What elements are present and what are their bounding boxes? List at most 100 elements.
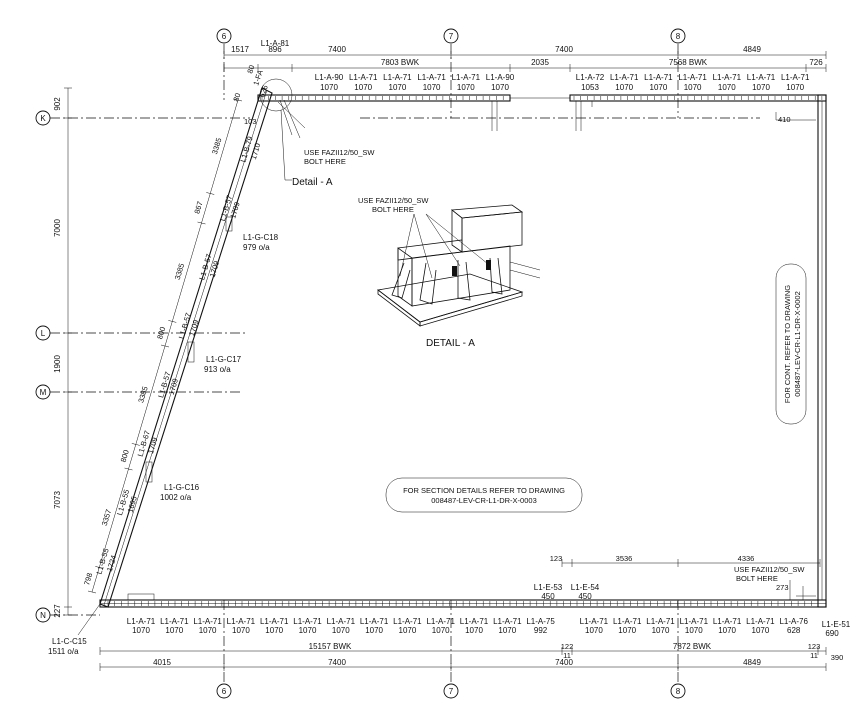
- dim-7000: 7000: [53, 219, 62, 237]
- svg-text:M: M: [40, 388, 47, 397]
- top-panel-length: 1070: [423, 83, 441, 92]
- bolt-note-top-line2: BOLT HERE: [304, 157, 346, 166]
- top-panel-id: L1-A-71: [349, 73, 378, 82]
- diag-dim-tick: [233, 98, 243, 102]
- svg-text:FOR CONT. REFER TO DRAWING: FOR CONT. REFER TO DRAWING: [783, 285, 792, 403]
- grid-bubble-L: L: [35, 325, 51, 341]
- bottom-panel-id: L1-A-71: [460, 617, 489, 626]
- bottom-panel-id: L1-A-71: [193, 617, 222, 626]
- column-c17: L1-G-C17 913 o/a: [187, 341, 242, 374]
- grid-bubble-8-top: 8: [670, 28, 686, 44]
- diag-dim-tick: [160, 344, 170, 348]
- dim-410: 410: [778, 115, 791, 124]
- svg-text:L1-G-C17: L1-G-C17: [206, 355, 242, 364]
- diag-dim-tick: [124, 467, 133, 471]
- dim-7400-b: 7400: [555, 45, 573, 54]
- bottom-panel-id: L1-A-71: [393, 617, 422, 626]
- svg-text:L1-G-C16: L1-G-C16: [164, 483, 200, 492]
- svg-text:123: 123: [808, 642, 821, 651]
- grid-bubble-7-top: 7: [443, 28, 459, 44]
- svg-text:979 o/a: 979 o/a: [243, 243, 270, 252]
- svg-text:8: 8: [676, 687, 681, 696]
- dim-1517: 1517: [231, 45, 249, 54]
- svg-text:7: 7: [449, 687, 454, 696]
- dim-4849: 4849: [743, 45, 761, 54]
- top-panel-length: 1070: [650, 83, 668, 92]
- bottom-panel-id: L1-A-71: [293, 617, 322, 626]
- svg-text:1002 o/a: 1002 o/a: [160, 493, 192, 502]
- dim-7073: 7073: [53, 491, 62, 509]
- bottom-panel-length: 1070: [498, 626, 516, 635]
- svg-text:15157 BWK: 15157 BWK: [309, 642, 352, 651]
- bottom-panel-length: 1070: [332, 626, 350, 635]
- detail-a-title: DETAIL - A: [426, 338, 475, 349]
- bottom-panel-id: L1-A-71: [327, 617, 356, 626]
- bottom-panel-length: 1070: [265, 626, 283, 635]
- svg-text:8: 8: [676, 32, 681, 41]
- top-panel-id: L1-A-71: [383, 73, 412, 82]
- detail-bolt-note-line2: BOLT HERE: [372, 205, 414, 214]
- grid-bubbles: 6 7 8 6 7 8 K L M N: [35, 28, 686, 699]
- dim-7400-a: 7400: [328, 45, 346, 54]
- top-panel-id: L1-A-71: [781, 73, 810, 82]
- top-panel-length: 1053: [581, 83, 599, 92]
- corner-dim-626: 626: [257, 84, 269, 99]
- svg-text:690: 690: [825, 629, 839, 638]
- svg-text:K: K: [40, 114, 46, 123]
- top-panel-id: L1-A-71: [713, 73, 742, 82]
- corner-dim-80-b: 80: [231, 92, 242, 103]
- svg-text:1511 o/a: 1511 o/a: [48, 647, 79, 656]
- bottom-panel-id: L1-A-71: [713, 617, 742, 626]
- bottom-panel-length: 992: [534, 626, 548, 635]
- bottom-panel-length: 1070: [618, 626, 636, 635]
- svg-text:L1-E-54: L1-E-54: [571, 583, 600, 592]
- bottom-panel-length: 1070: [199, 626, 217, 635]
- bottom-panel-length: 1070: [432, 626, 450, 635]
- top-dimension-row-1: 1517 7400 7400 4849: [223, 45, 827, 59]
- diag-dim-value: 3357: [100, 508, 113, 527]
- svg-text:7: 7: [449, 32, 454, 41]
- bottom-wall-ticks: [107, 601, 812, 606]
- diag-dim-tick: [87, 590, 97, 594]
- svg-text:7872 BWK: 7872 BWK: [673, 642, 712, 651]
- top-panel-id: L1-A-71: [747, 73, 776, 82]
- top-panel-id: L1-A-71: [644, 73, 673, 82]
- diag-dim-value: 3385: [136, 385, 149, 404]
- svg-text:L: L: [41, 329, 46, 338]
- bottom-panel-length: 1070: [465, 626, 483, 635]
- dim-896: 896: [268, 45, 282, 54]
- bottom-panel-length: 1070: [365, 626, 383, 635]
- bottom-panel-id: L1-A-75: [526, 617, 555, 626]
- top-dimension-row-2: L1-A-81 896 7803 BWK 2035 7568 BWK 726: [223, 39, 827, 72]
- walls: [99, 78, 827, 608]
- svg-text:450: 450: [541, 592, 555, 601]
- dim-1900: 1900: [53, 355, 62, 373]
- bottom-panel-length: 1070: [399, 626, 417, 635]
- bottom-panel-id: L1-A-71: [613, 617, 642, 626]
- bottom-panel-id: L1-A-71: [426, 617, 455, 626]
- detail-a-isometric: USE FAZII12/50_SW BOLT HERE DETAIL - A: [358, 196, 541, 349]
- top-panel-id: L1-A-71: [452, 73, 481, 82]
- left-dimensions: 902 7000 1900 7073 227: [53, 87, 72, 618]
- svg-text:008487-LEV-CR-L1-DR-X-0002: 008487-LEV-CR-L1-DR-X-0002: [793, 291, 802, 396]
- bottom-panel-id: L1-A-71: [360, 617, 389, 626]
- bottom-panel-id: L1-A-71: [493, 617, 522, 626]
- bottom-panel-id: L1-A-71: [680, 617, 709, 626]
- svg-text:4336: 4336: [738, 554, 755, 563]
- bottom-upper-dimensions: 123 3536 4336 USE FAZII12/50_SW BOLT HER…: [550, 554, 821, 592]
- svg-text:11: 11: [810, 651, 818, 660]
- bottom-panel-id: L1-A-71: [260, 617, 289, 626]
- bottom-panel-id: L1-A-71: [646, 617, 675, 626]
- svg-text:008487-LEV-CR-L1-DR-X-0003: 008487-LEV-CR-L1-DR-X-0003: [431, 496, 536, 505]
- bottom-panel-length: 1070: [752, 626, 770, 635]
- top-panel-length: 1070: [786, 83, 804, 92]
- bottom-panel-id: L1-A-71: [160, 617, 189, 626]
- svg-text:N: N: [40, 611, 46, 620]
- bottom-panel-length: 1070: [585, 626, 603, 635]
- detail-a-ref: Detail - A: [292, 177, 333, 188]
- top-panel-id: L1-A-90: [486, 73, 515, 82]
- top-panel-id: L1-A-90: [315, 73, 344, 82]
- top-wall-ticks: [261, 96, 823, 100]
- diag-dim-tick: [168, 320, 177, 323]
- grid-bubble-8-bottom: 8: [670, 683, 686, 699]
